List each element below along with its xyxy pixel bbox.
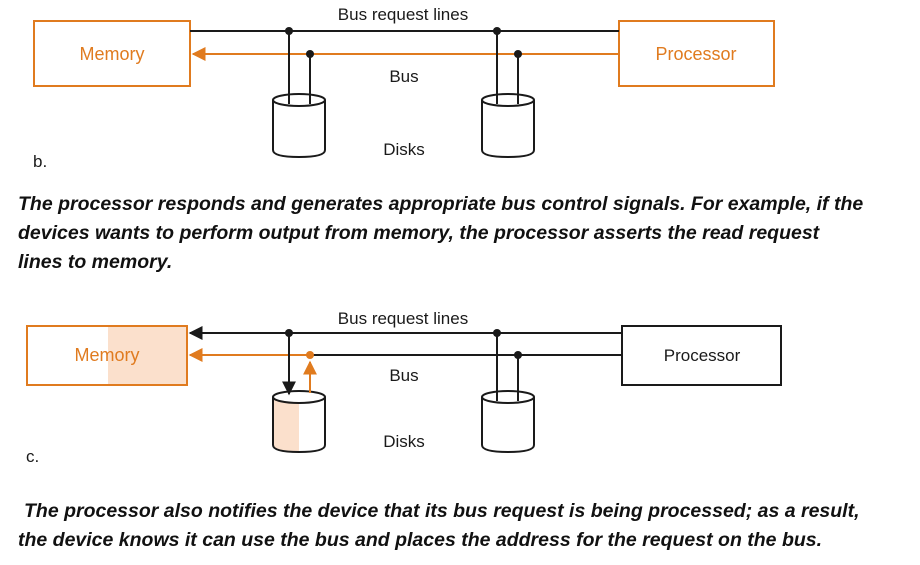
processor-label-b: Processor xyxy=(655,44,736,64)
bus-request-lines-label-b: Bus request lines xyxy=(338,5,468,24)
panel-letter-b: b. xyxy=(33,152,47,171)
memory-label-c: Memory xyxy=(74,345,139,365)
panel-c: Memory Processor xyxy=(26,309,782,466)
caption-b-line-1: The processor responds and generates app… xyxy=(18,193,864,215)
processor-label-c: Processor xyxy=(664,346,741,365)
bus-request-lines-label-c: Bus request lines xyxy=(338,309,468,328)
caption-b-line-3: lines to memory. xyxy=(18,251,173,273)
caption-b-line-2: devices wants to perform output from mem… xyxy=(18,222,820,244)
caption-c: The processor also notifies the device t… xyxy=(18,497,913,555)
memory-label-b: Memory xyxy=(79,44,144,64)
disk-icon-active xyxy=(272,390,326,454)
processor-box-b: Processor xyxy=(618,20,775,87)
junction-dot xyxy=(306,351,314,359)
disk-icon xyxy=(481,93,535,159)
memory-box-b: Memory xyxy=(33,20,191,87)
processor-box-c: Processor xyxy=(621,325,782,386)
disks-label-c: Disks xyxy=(383,432,425,451)
disks-label-b: Disks xyxy=(383,140,425,159)
memory-box-c: Memory xyxy=(26,325,188,386)
panel-letter-c: c. xyxy=(26,447,39,466)
panel-b: Memory Processor xyxy=(33,5,775,171)
bus-label-b: Bus xyxy=(389,67,418,86)
disk-icon xyxy=(272,93,326,159)
disk-icon xyxy=(481,390,535,454)
caption-c-line-2: the device knows it can use the bus and … xyxy=(18,529,823,551)
caption-c-line-1: The processor also notifies the device t… xyxy=(24,500,860,522)
caption-b: The processor responds and generates app… xyxy=(18,190,913,277)
bus-label-c: Bus xyxy=(389,366,418,385)
